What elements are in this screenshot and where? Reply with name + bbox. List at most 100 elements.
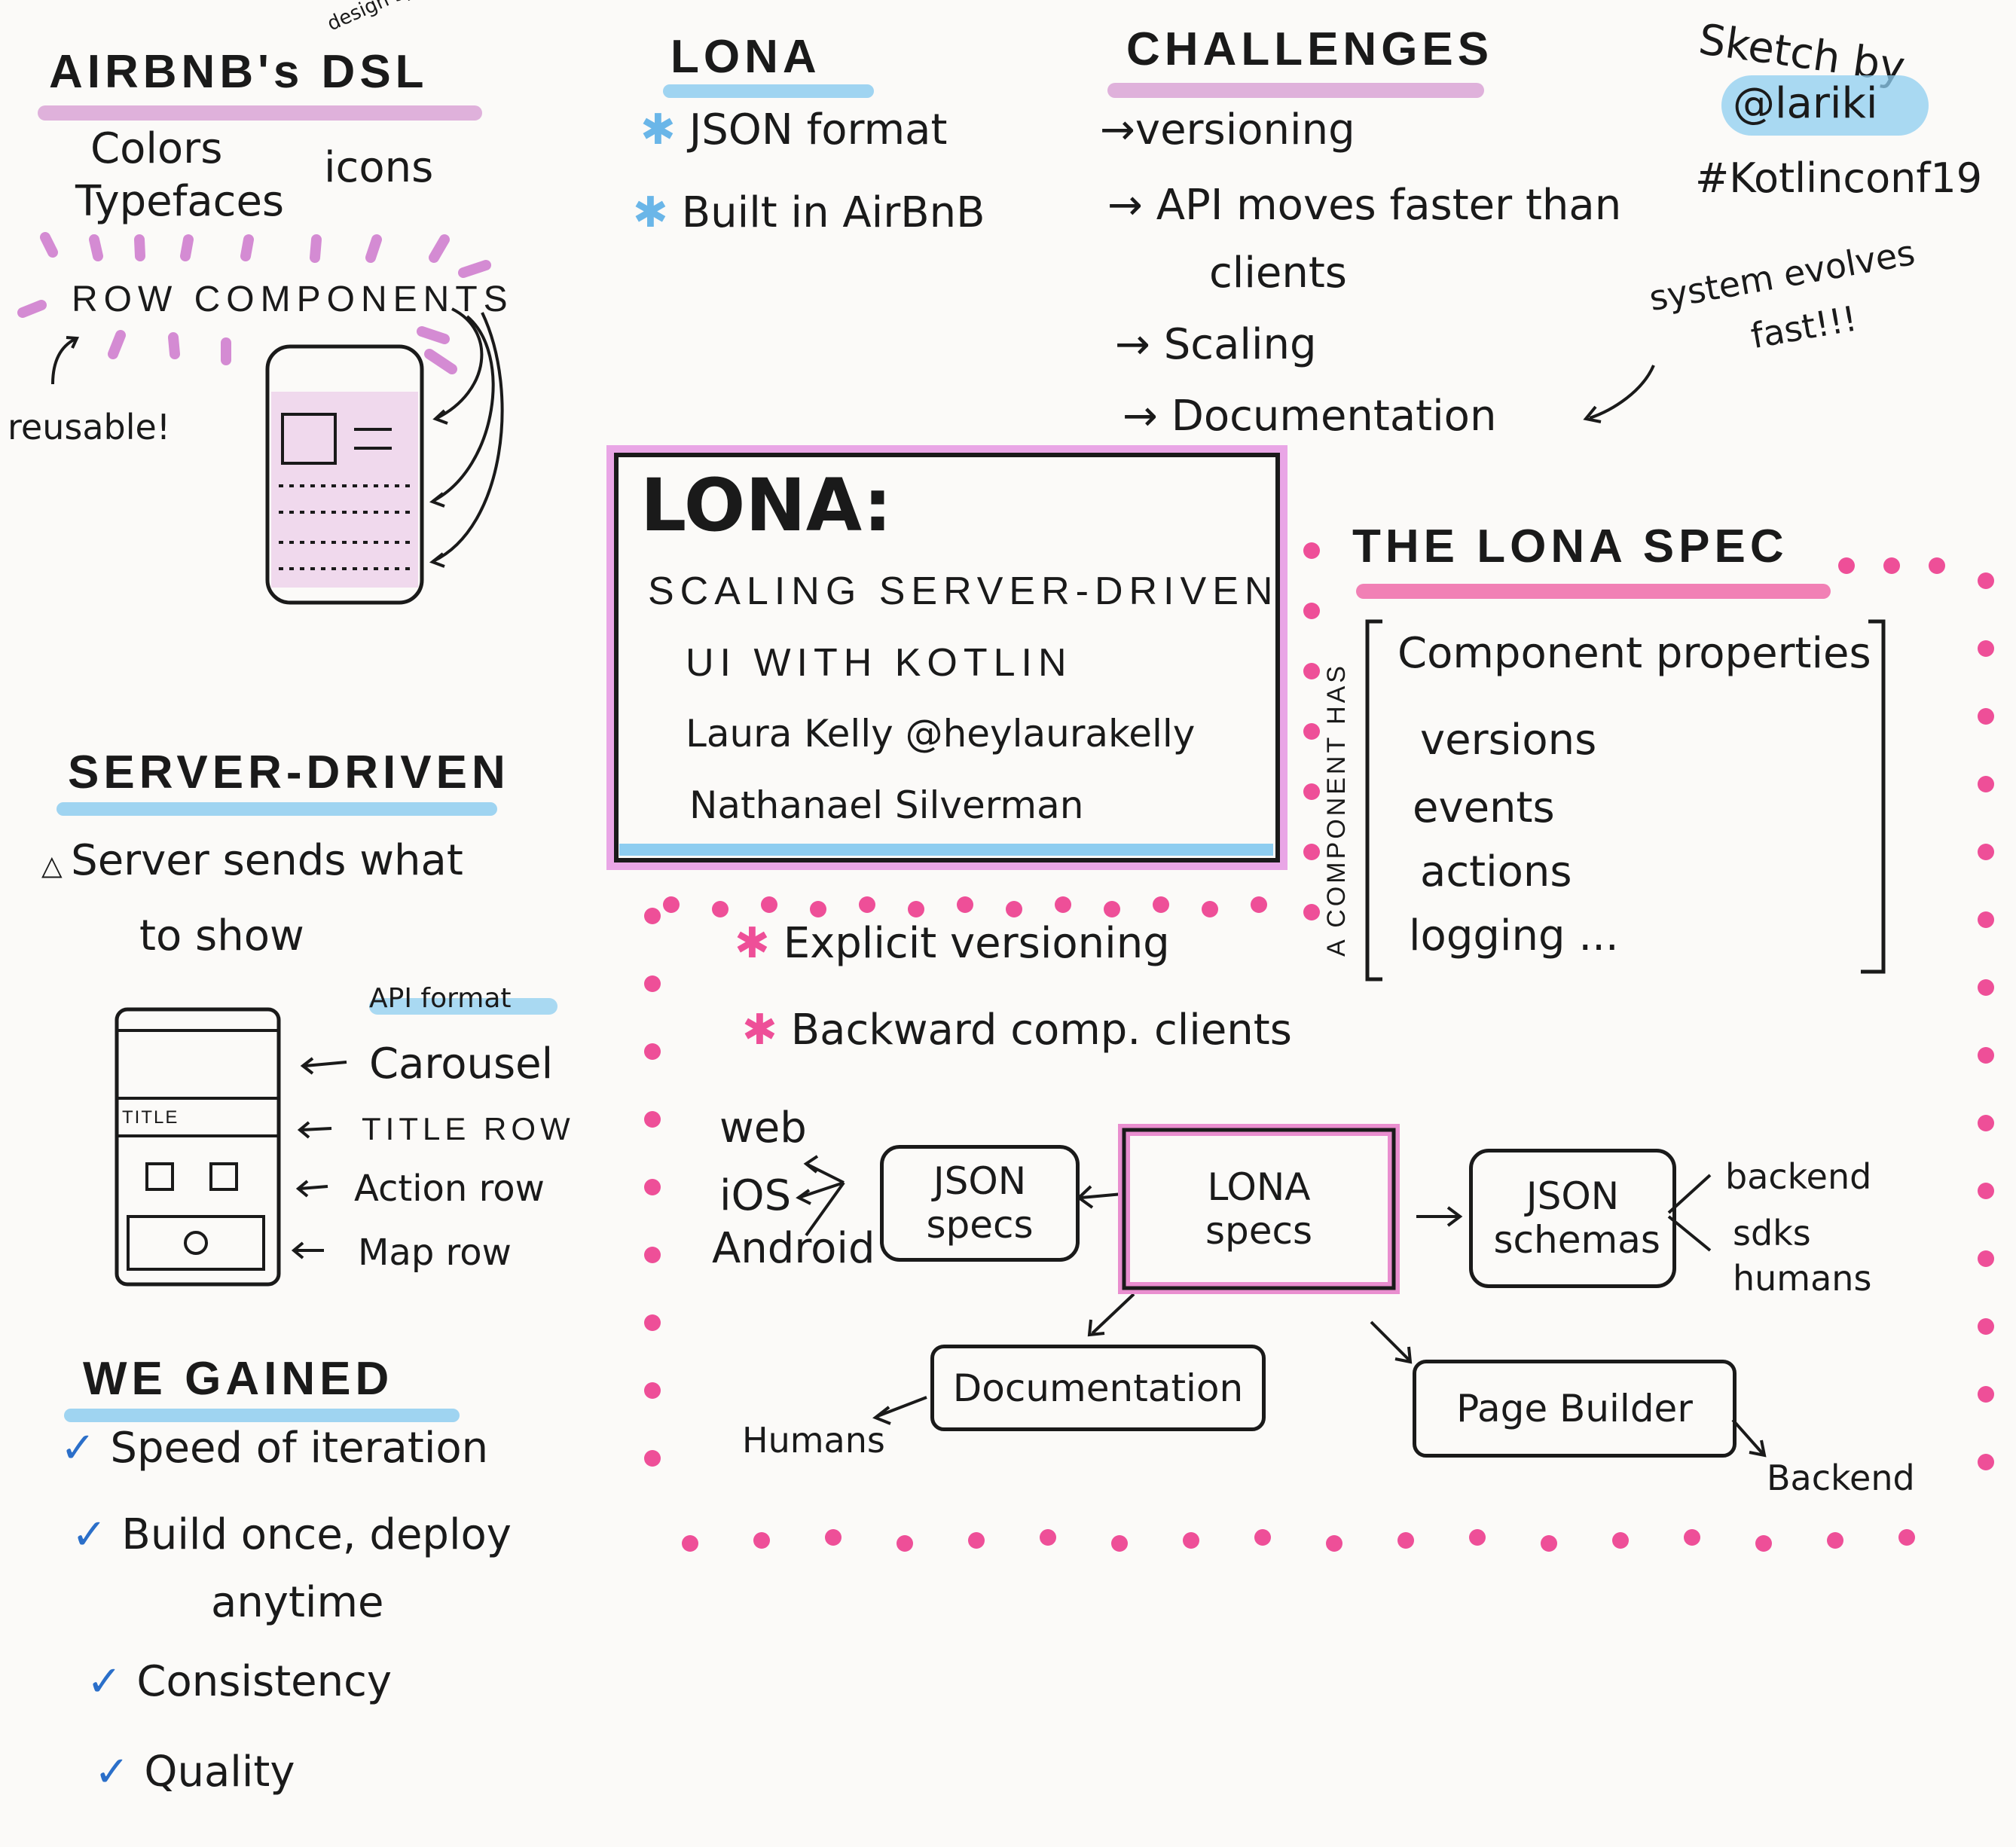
pink-dot <box>1978 1454 1994 1470</box>
pink-dot <box>1612 1532 1629 1549</box>
pink-dot <box>644 1111 661 1128</box>
gained-text: Consistency <box>136 1657 393 1706</box>
pink-dot <box>644 1382 661 1399</box>
challenge-item: → Documentation <box>1123 392 1496 441</box>
pink-dot <box>753 1532 770 1549</box>
pink-dot <box>1978 572 1994 589</box>
consumer-backend: backend <box>1725 1156 1872 1197</box>
pink-dot <box>1251 896 1267 913</box>
spec-prop: logging ... <box>1409 911 1619 960</box>
pink-dot <box>968 1532 985 1549</box>
triangle-icon: △ <box>41 850 72 881</box>
row-components-label: ROW COMPONENTS <box>72 279 514 319</box>
pink-dot <box>1978 1115 1994 1131</box>
row-label-map: Map row <box>358 1232 512 1274</box>
spec-prop: events <box>1413 783 1555 832</box>
challenge-item-continued: clients <box>1209 249 1347 298</box>
asterisk-icon: ✱ <box>742 1006 791 1055</box>
pink-dot <box>1055 896 1071 913</box>
page-builder-label: Page Builder <box>1456 1387 1693 1430</box>
asterisk-icon: ✱ <box>633 188 682 237</box>
platform-android: Android <box>712 1224 875 1273</box>
pink-dot <box>1978 776 1994 792</box>
challenge-text: Documentation <box>1171 392 1497 441</box>
arrow-right-icon: → <box>1100 105 1135 154</box>
spec-bullet: ✱ Backward comp. clients <box>742 1006 1292 1055</box>
check-icon: ✓ <box>94 1748 145 1797</box>
gained-text: Quality <box>144 1748 295 1797</box>
asterisk-icon: ✱ <box>640 105 689 154</box>
credit-highlight <box>1721 75 1929 136</box>
lona-specs-label: LONA specs <box>1205 1165 1313 1253</box>
json-specs-box: JSON specs <box>880 1145 1080 1262</box>
pink-dot <box>859 896 875 913</box>
pink-dot <box>1978 979 1994 996</box>
pink-dot <box>1303 542 1320 559</box>
gained-item: ✓ Consistency <box>87 1657 392 1706</box>
pink-dot <box>1326 1535 1342 1552</box>
pink-dot <box>1111 1535 1128 1552</box>
api-format-label: API format <box>369 983 512 1014</box>
pink-dot <box>1303 723 1320 740</box>
pink-dot <box>1978 1183 1994 1199</box>
pink-dot <box>1978 640 1994 657</box>
json-schemas-box: JSON schemas <box>1469 1149 1676 1288</box>
gained-item: ✓ Speed of iteration <box>60 1424 488 1473</box>
pink-dot <box>1397 1532 1414 1549</box>
challenge-text: Scaling <box>1163 320 1317 369</box>
pink-dot <box>1202 901 1218 917</box>
pink-dot <box>1978 911 1994 928</box>
pink-dot <box>1183 1532 1199 1549</box>
challenge-item: → API moves faster than <box>1107 181 1621 230</box>
gained-item: ✓ Build once, deploy <box>72 1510 512 1559</box>
spec-bullet: ✱ Explicit versioning <box>735 919 1170 968</box>
check-icon: ✓ <box>72 1510 122 1559</box>
lona-bullet: ✱ Built in AirBnB <box>633 188 985 237</box>
pink-dot <box>1303 663 1320 679</box>
pink-dot <box>644 1043 661 1060</box>
pink-dot <box>712 901 729 917</box>
gained-item: ✓ Quality <box>94 1748 295 1797</box>
phone-title: TITLE <box>122 1107 179 1128</box>
talk-subtitle-line1: SCALING SERVER-DRIVEN <box>648 569 1279 613</box>
dsl-item-colors: Colors <box>90 124 223 173</box>
pink-dot <box>1541 1535 1557 1552</box>
pink-dot <box>644 1179 661 1195</box>
pink-dot <box>644 908 661 924</box>
pink-dot <box>1153 896 1169 913</box>
gained-text: Build once, deploy <box>121 1510 512 1559</box>
documentation-label: Documentation <box>952 1366 1244 1410</box>
row-label-carousel: Carousel <box>369 1040 554 1088</box>
pink-dot <box>1303 783 1320 800</box>
pink-dot <box>1469 1529 1486 1546</box>
pink-dot <box>663 896 680 913</box>
pink-dot <box>644 975 661 992</box>
pink-dot <box>1978 844 1994 860</box>
documentation-box: Documentation <box>930 1345 1266 1431</box>
check-icon: ✓ <box>60 1424 111 1473</box>
arrow-right-icon: → <box>1123 392 1171 441</box>
credit-hashtag: #Kotlinconf19 <box>1695 154 1983 202</box>
lona-bullet: ✱ JSON format <box>640 105 947 154</box>
server-driven-desc: △ Server sends what <box>41 836 463 885</box>
pink-dot <box>644 1314 661 1331</box>
check-icon: ✓ <box>87 1657 137 1706</box>
spec-bullet-text: Explicit versioning <box>783 919 1170 968</box>
row-label-title: TITLE ROW <box>362 1111 575 1146</box>
json-schemas-label: JSON schemas <box>1493 1174 1660 1262</box>
consumer-sdks: sdks <box>1733 1213 1811 1253</box>
pink-dot <box>1978 708 1994 725</box>
pink-dot <box>1684 1529 1700 1546</box>
spec-title: THE LONA SPEC <box>1352 521 1788 572</box>
pink-dot <box>1254 1529 1271 1546</box>
pink-dot <box>1978 1318 1994 1335</box>
spec-prop: versions <box>1420 716 1597 765</box>
dsl-item-icons: icons <box>324 143 434 192</box>
pink-dot <box>1838 557 1855 574</box>
server-driven-desc-text: Server sends what <box>71 836 463 885</box>
arrow-right-icon: → <box>1115 320 1164 369</box>
pink-dot <box>1978 1250 1994 1267</box>
lona-title: LONA <box>670 31 821 83</box>
server-driven-desc-continued: to show <box>139 911 304 960</box>
